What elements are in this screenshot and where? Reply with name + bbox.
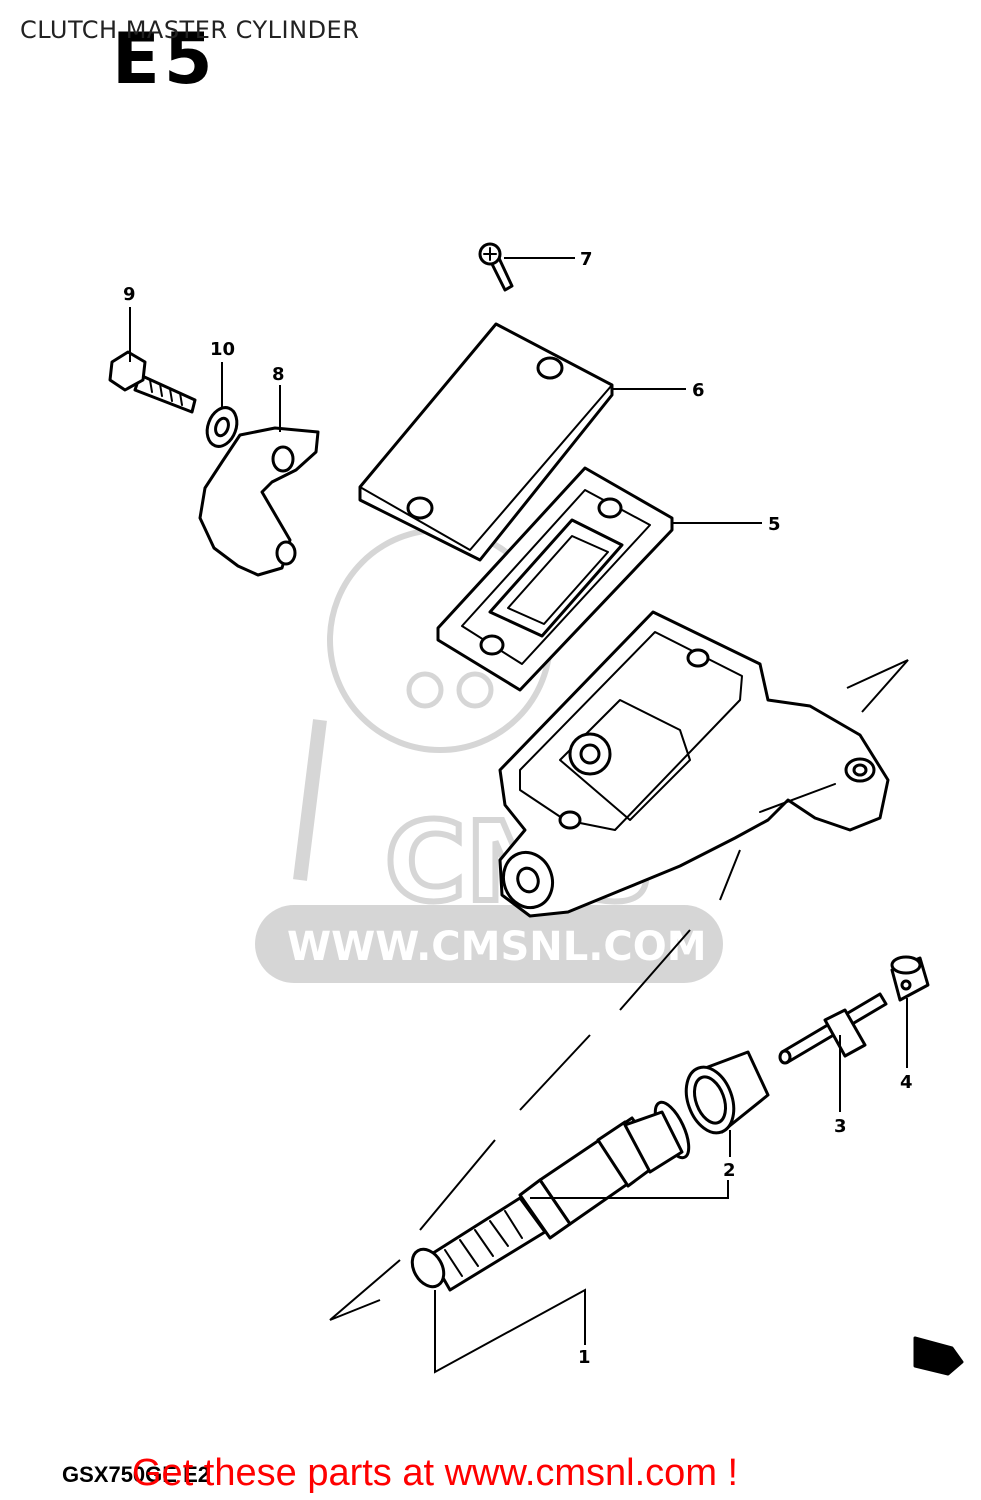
part-2-dust-seal[interactable] bbox=[678, 1050, 770, 1139]
callout-3: 3 bbox=[834, 1116, 847, 1137]
callout-8: 8 bbox=[272, 364, 285, 385]
callout-9: 9 bbox=[123, 284, 136, 305]
footer-cta-link[interactable]: Get these parts at www.cmsnl.com ! bbox=[132, 1452, 739, 1494]
part-8-clamp[interactable] bbox=[198, 426, 320, 577]
callout-5: 5 bbox=[768, 514, 781, 535]
part-9-bolt[interactable] bbox=[108, 350, 197, 414]
callout-7: 7 bbox=[580, 249, 593, 270]
model-code: GSX750GE E2 bbox=[62, 1462, 210, 1487]
region-code: E5 bbox=[112, 18, 217, 100]
part-4-boot[interactable] bbox=[890, 955, 930, 1002]
callout-10: 10 bbox=[210, 339, 235, 360]
watermark-mascot-eye bbox=[406, 671, 444, 709]
callout-4: 4 bbox=[900, 1072, 913, 1093]
callout-6: 6 bbox=[692, 380, 705, 401]
front-arrow-badge bbox=[913, 1336, 964, 1376]
callout-2: 2 bbox=[723, 1160, 736, 1181]
watermark-banner bbox=[255, 905, 723, 983]
leader-lines bbox=[129, 257, 909, 1374]
watermark-site: WWW.CMSNL.COM bbox=[287, 924, 707, 970]
part-6-reservoir-cap[interactable] bbox=[358, 322, 614, 562]
watermark-mascot-eye bbox=[456, 671, 494, 709]
page-title: CLUTCH MASTER CYLINDER bbox=[20, 16, 360, 44]
callout-1: 1 bbox=[578, 1347, 591, 1368]
part-3-push-rod[interactable] bbox=[778, 992, 888, 1065]
master-cylinder-body[interactable] bbox=[496, 610, 890, 918]
part-7-screw[interactable] bbox=[478, 242, 514, 292]
part-5-diaphragm[interactable] bbox=[436, 466, 674, 692]
part-10-washer[interactable] bbox=[202, 403, 242, 450]
